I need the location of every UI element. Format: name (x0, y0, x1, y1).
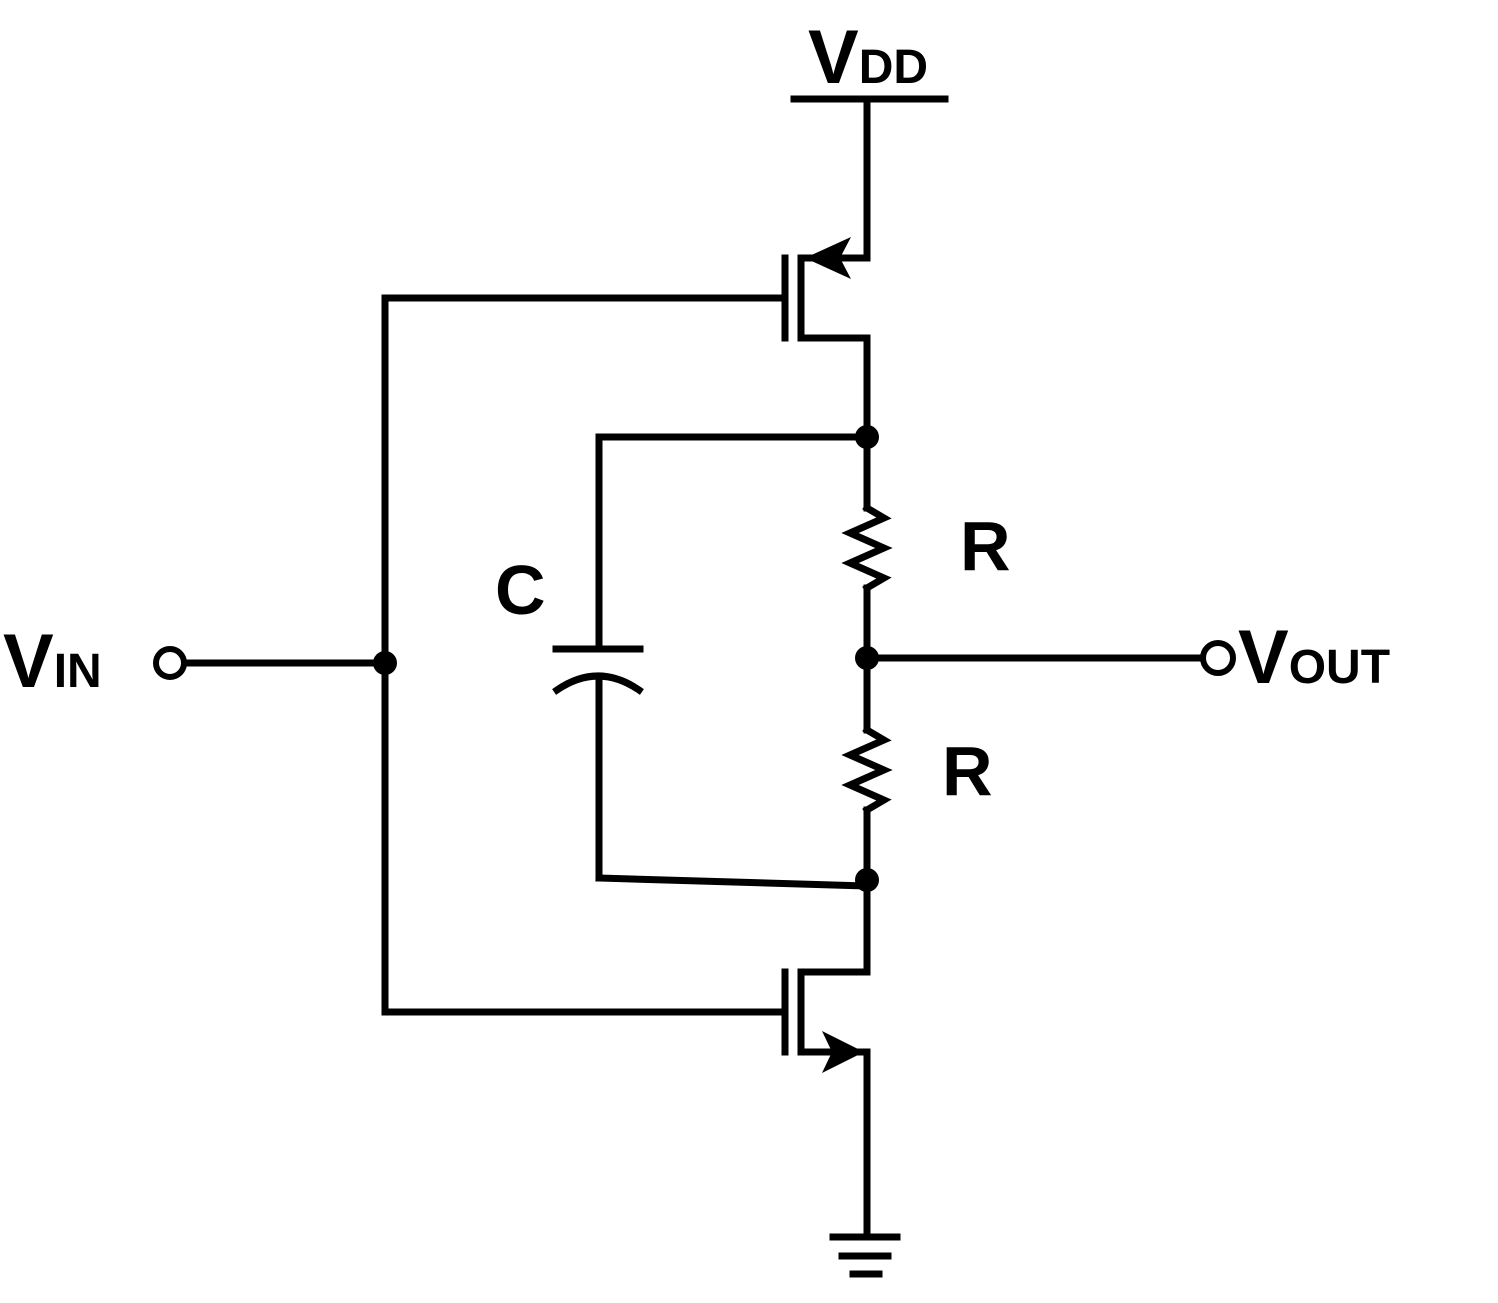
vin-junction-dot (373, 651, 397, 675)
vdd-label: VDD (808, 15, 928, 100)
resistor-bottom (841, 725, 893, 815)
nmos-transistor (781, 968, 871, 1241)
pmos-transistor (781, 237, 871, 342)
output-branch (841, 334, 1206, 976)
resistor-bottom-label: R (942, 732, 993, 810)
resistor-top (841, 503, 893, 593)
vin-terminal (153, 646, 187, 680)
ground-icon (829, 1233, 901, 1278)
capacitor (552, 433, 871, 890)
vout-label: VOUT (1238, 615, 1390, 700)
resistor-top-label: R (960, 507, 1011, 585)
nmos-source-arrow (822, 1031, 864, 1073)
gate-wires (179, 294, 789, 1016)
pmos-source-arrow (805, 237, 851, 279)
output-node-dot (855, 646, 879, 670)
vout-terminal (1200, 640, 1236, 676)
vdd-supply (790, 95, 949, 262)
capacitor-label: C (495, 551, 546, 629)
vin-label: VIN (3, 619, 102, 704)
